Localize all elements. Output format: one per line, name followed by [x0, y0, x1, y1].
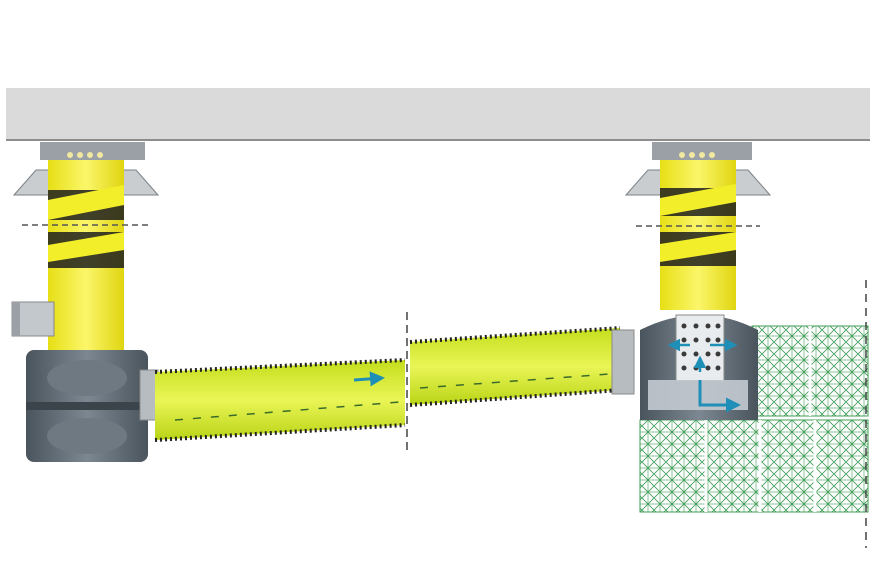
shaft-left [22, 160, 150, 355]
road-surface [6, 88, 870, 141]
sediment-chamber [26, 350, 159, 462]
manhole-cover-left [12, 142, 160, 196]
distribution-chamber [640, 314, 758, 420]
infiltration-blocks [639, 280, 869, 548]
connecting-pipe [154, 312, 635, 450]
inlet-stub [11, 301, 55, 337]
flow-arrow-icon [353, 371, 385, 387]
shaft-right [636, 160, 760, 310]
